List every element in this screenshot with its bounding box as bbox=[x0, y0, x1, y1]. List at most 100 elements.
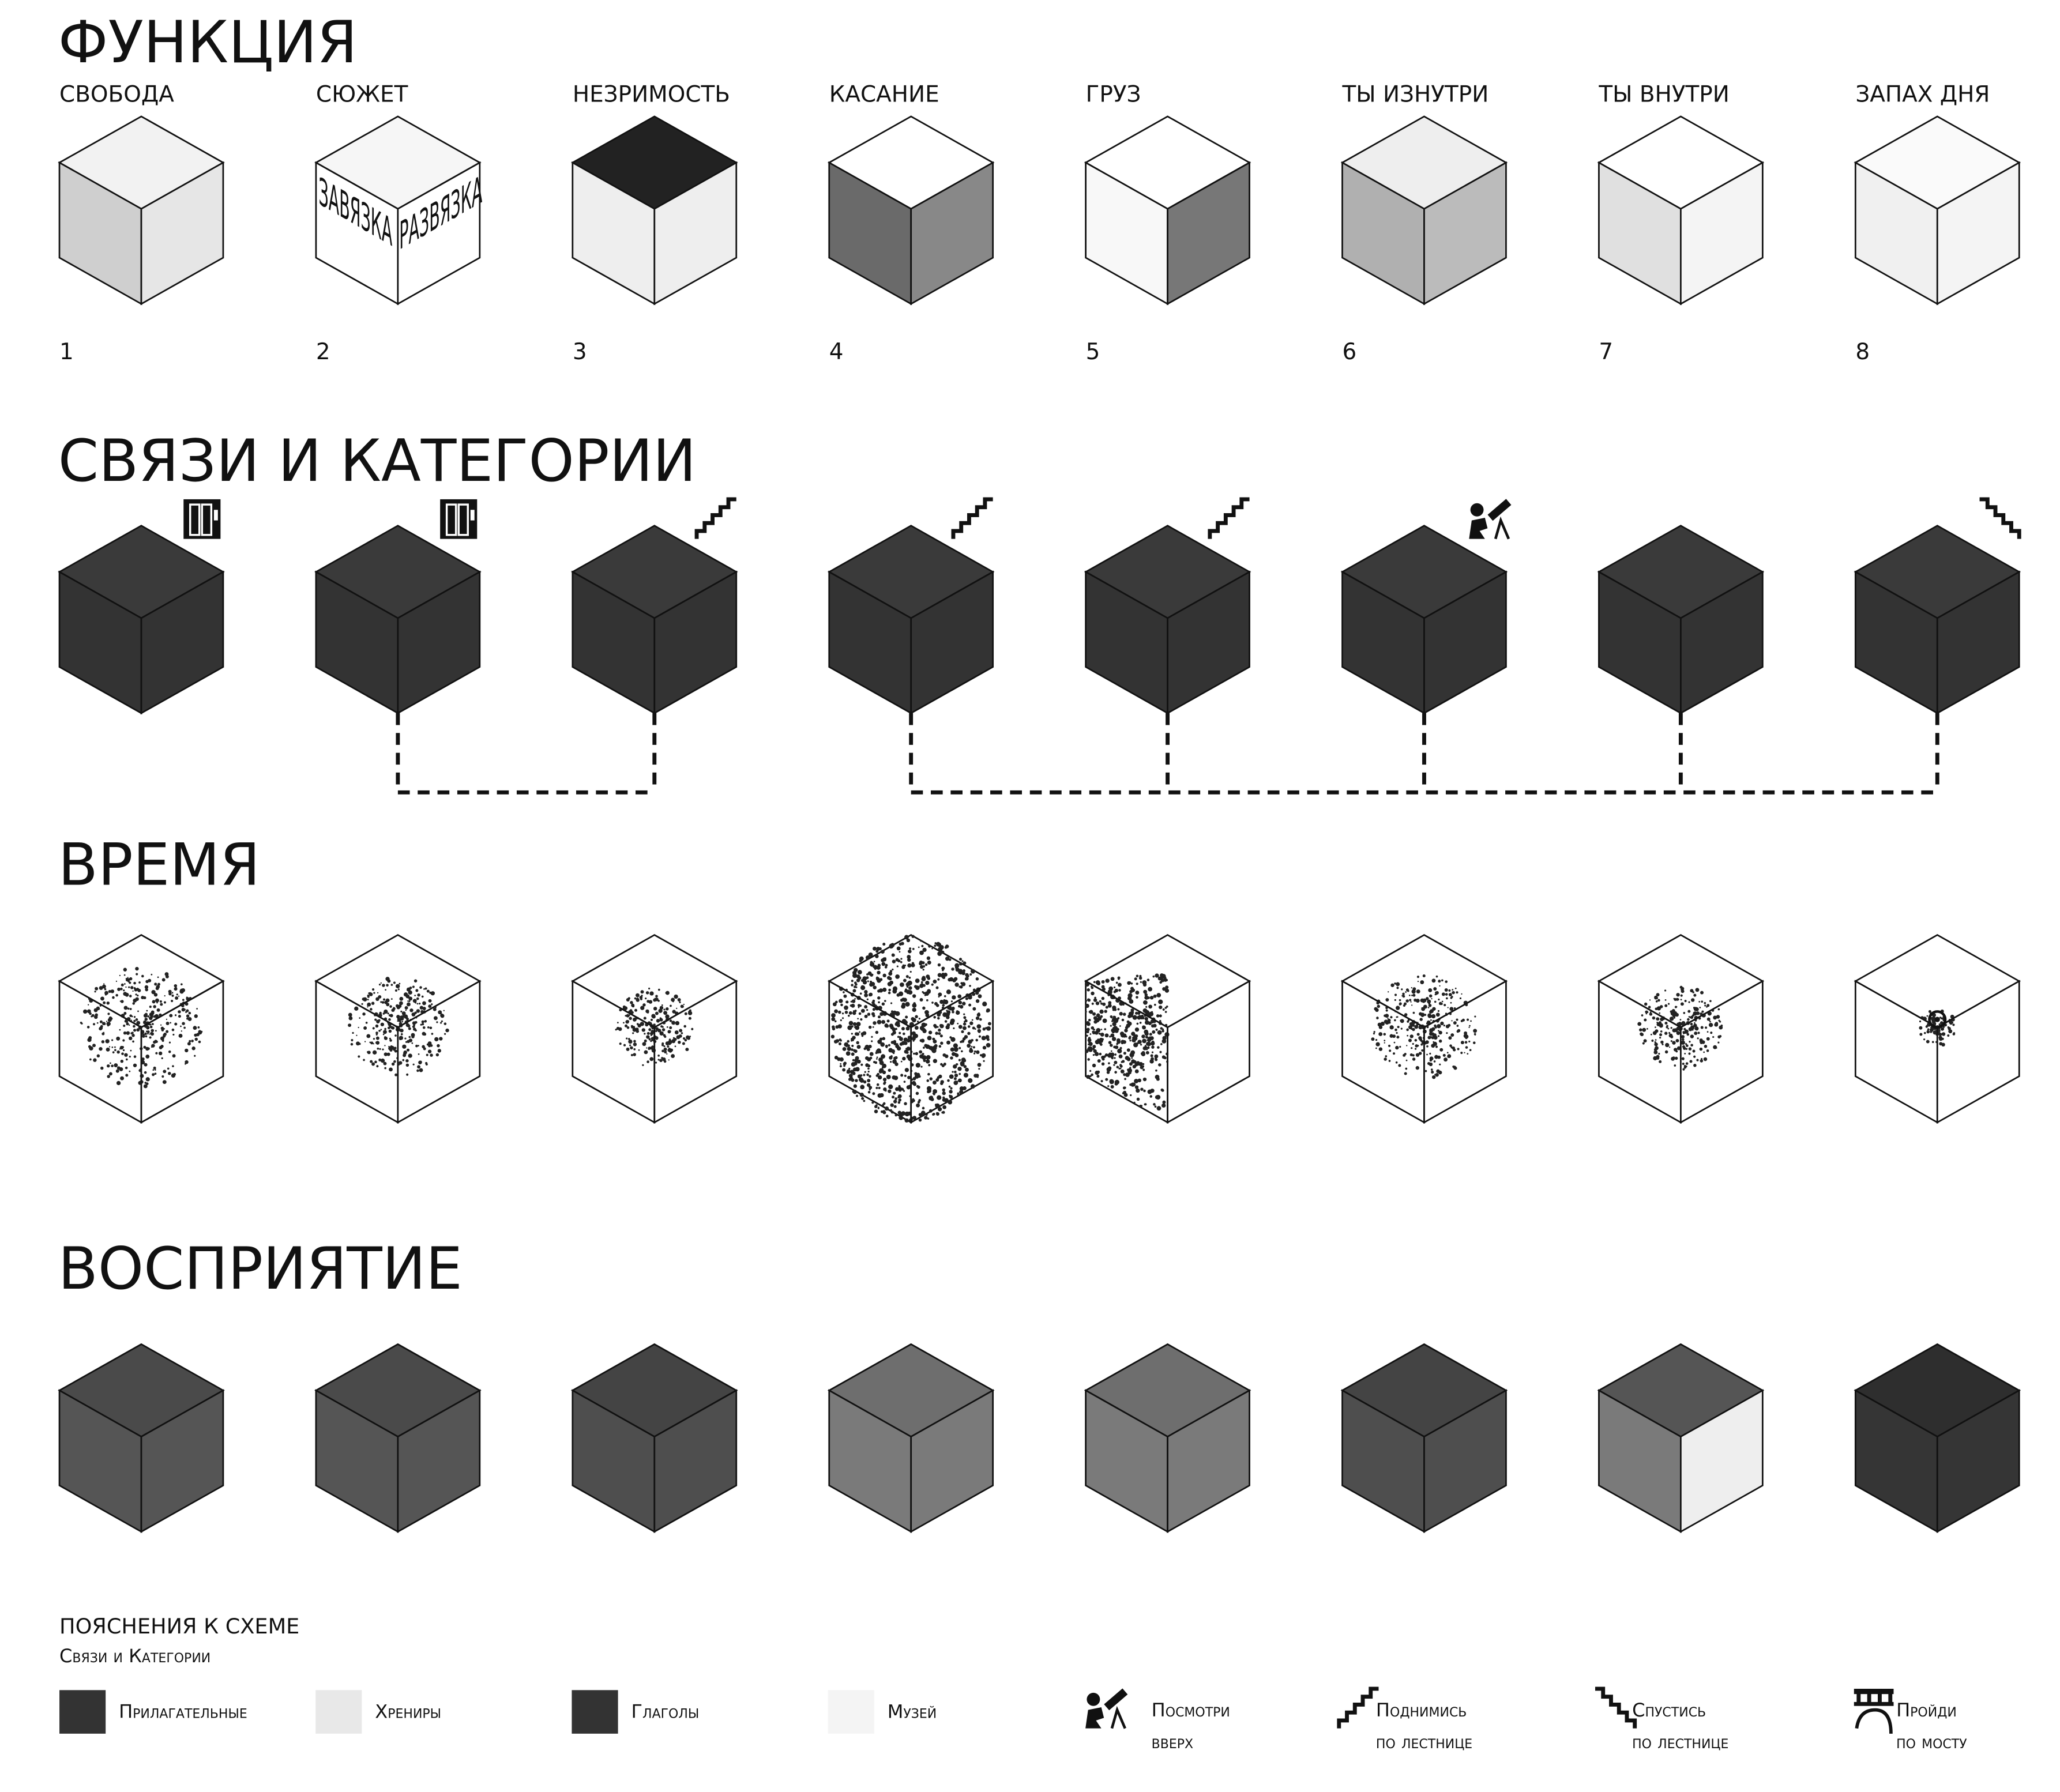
links-cube-right-face bbox=[1167, 570, 1250, 715]
legend-icon-line1: Посмотри bbox=[1152, 1699, 1230, 1721]
perception-cube-right-face bbox=[910, 1389, 994, 1533]
legend-swatch-label: Музей bbox=[888, 1700, 937, 1722]
time-cube bbox=[1340, 933, 1508, 1124]
function-label: СЮЖЕТ bbox=[316, 82, 408, 108]
legend-icon-line1: Поднимись bbox=[1376, 1699, 1467, 1721]
bridge-icon bbox=[1854, 1688, 1894, 1734]
function-label: ЗАПАХ ДНЯ bbox=[1855, 82, 1990, 108]
legend-swatch-item: Музей bbox=[828, 1690, 937, 1734]
legend-swatch-item: Прилагательные bbox=[59, 1690, 247, 1734]
legend: ПОЯСНЕНИЯ К СХЕМЕ Связи и Категории Прил… bbox=[59, 1614, 1967, 1753]
look-up-icon bbox=[1469, 499, 1512, 540]
section-title-perception: ВОСПРИЯТИЕ bbox=[58, 1234, 463, 1302]
legend-subtitle: Связи и Категории bbox=[59, 1645, 210, 1667]
function-cube-right-face bbox=[910, 161, 994, 306]
legend-title: ПОЯСНЕНИЯ К СХЕМЕ bbox=[59, 1614, 299, 1639]
time-dots bbox=[830, 935, 991, 1123]
time-cube bbox=[314, 933, 482, 1124]
perception-cube bbox=[827, 1343, 995, 1533]
legend-swatch bbox=[828, 1690, 874, 1734]
links-item bbox=[827, 497, 995, 715]
time-cube bbox=[1084, 933, 1251, 1124]
legend-swatch bbox=[59, 1690, 106, 1734]
function-cube-right-face bbox=[1936, 161, 2020, 306]
stairs-up-icon bbox=[694, 497, 736, 539]
links-cube-right-face bbox=[1680, 570, 1764, 715]
time-dots bbox=[615, 987, 694, 1066]
legend-swatch-label: Хрениры bbox=[375, 1700, 441, 1722]
function-label: КАСАНИЕ bbox=[829, 82, 939, 108]
legend-swatch bbox=[315, 1690, 362, 1734]
time-cube bbox=[827, 933, 995, 1124]
function-item: НЕЗРИМОСТЬ 3 bbox=[571, 82, 738, 365]
legend-swatch-item: Хрениры bbox=[315, 1690, 441, 1734]
perception-cube-right-face bbox=[1167, 1389, 1250, 1533]
function-item: СВОБОДА 1 bbox=[58, 82, 225, 365]
function-number: 3 bbox=[573, 339, 587, 365]
legend-icon-line2: по лестнице bbox=[1632, 1731, 1728, 1753]
perception-cube-right-face bbox=[1680, 1389, 1764, 1533]
legend-icon-item: Спустись по лестнице bbox=[1595, 1686, 1728, 1753]
links-cube-right-face bbox=[397, 570, 481, 715]
perception-cube-right-face bbox=[653, 1389, 738, 1533]
perception-cube bbox=[1084, 1343, 1251, 1533]
links-item bbox=[1597, 525, 1765, 715]
function-cube-right-face bbox=[1680, 161, 1764, 306]
function-number: 1 bbox=[59, 339, 74, 365]
function-label: НЕЗРИМОСТЬ bbox=[573, 82, 730, 108]
function-number: 4 bbox=[829, 339, 844, 365]
legend-icon-item: Пройди по мосту bbox=[1854, 1688, 1967, 1753]
time-dots bbox=[1637, 985, 1723, 1071]
time-cube bbox=[1597, 933, 1765, 1124]
links-item bbox=[314, 499, 482, 715]
link-connector bbox=[909, 713, 1939, 795]
elevator-icon bbox=[440, 499, 478, 539]
section-title-time: ВРЕМЯ bbox=[58, 831, 260, 899]
links-cube-right-face bbox=[910, 570, 994, 715]
function-cube-right-face bbox=[397, 161, 481, 306]
links-item bbox=[571, 497, 738, 715]
perception-cube-right-face bbox=[1423, 1389, 1507, 1533]
links-item bbox=[1084, 497, 1251, 715]
legend-icon-line1: Пройди bbox=[1896, 1699, 1957, 1721]
links-item bbox=[58, 499, 225, 715]
function-label: ГРУЗ bbox=[1086, 82, 1141, 108]
links-cube-right-face bbox=[1423, 570, 1507, 715]
stairs-up-icon bbox=[951, 497, 993, 539]
function-number: 2 bbox=[316, 339, 330, 365]
perception-cube bbox=[1854, 1343, 2021, 1533]
legend-icon-line1: Спустись bbox=[1632, 1699, 1706, 1721]
function-number: 7 bbox=[1599, 339, 1613, 365]
stairs-up-icon bbox=[1208, 497, 1250, 539]
section-title-function: ФУНКЦИЯ bbox=[58, 8, 358, 76]
time-dots bbox=[1085, 973, 1170, 1111]
perception-cube bbox=[571, 1343, 738, 1533]
function-item: ГРУЗ 5 bbox=[1084, 82, 1251, 365]
legend-swatch-item: Глаголы bbox=[572, 1690, 699, 1734]
function-number: 8 bbox=[1855, 339, 1870, 365]
legend-swatch-label: Глаголы bbox=[631, 1700, 699, 1722]
function-number: 5 bbox=[1086, 339, 1100, 365]
perception-cube bbox=[1340, 1343, 1508, 1533]
stairs-up-icon bbox=[1337, 1686, 1379, 1729]
look-up-icon bbox=[1085, 1688, 1128, 1729]
legend-swatch-label: Прилагательные bbox=[119, 1700, 247, 1722]
function-cube-right-face bbox=[653, 161, 738, 306]
function-item: КАСАНИЕ 4 bbox=[827, 82, 995, 365]
legend-icon-line2: по мосту bbox=[1896, 1731, 1967, 1753]
links-cube-right-face bbox=[1936, 570, 2020, 715]
section-title-links: СВЯЗИ И КАТЕГОРИИ bbox=[58, 427, 697, 495]
links-cube-right-face bbox=[140, 570, 224, 715]
function-number: 6 bbox=[1343, 339, 1357, 365]
function-label: СВОБОДА bbox=[59, 82, 174, 108]
function-cube-right-face bbox=[1423, 161, 1507, 306]
perception-cube bbox=[58, 1343, 225, 1533]
perception-cube-right-face bbox=[1936, 1389, 2020, 1533]
perception-cube-right-face bbox=[140, 1389, 224, 1533]
